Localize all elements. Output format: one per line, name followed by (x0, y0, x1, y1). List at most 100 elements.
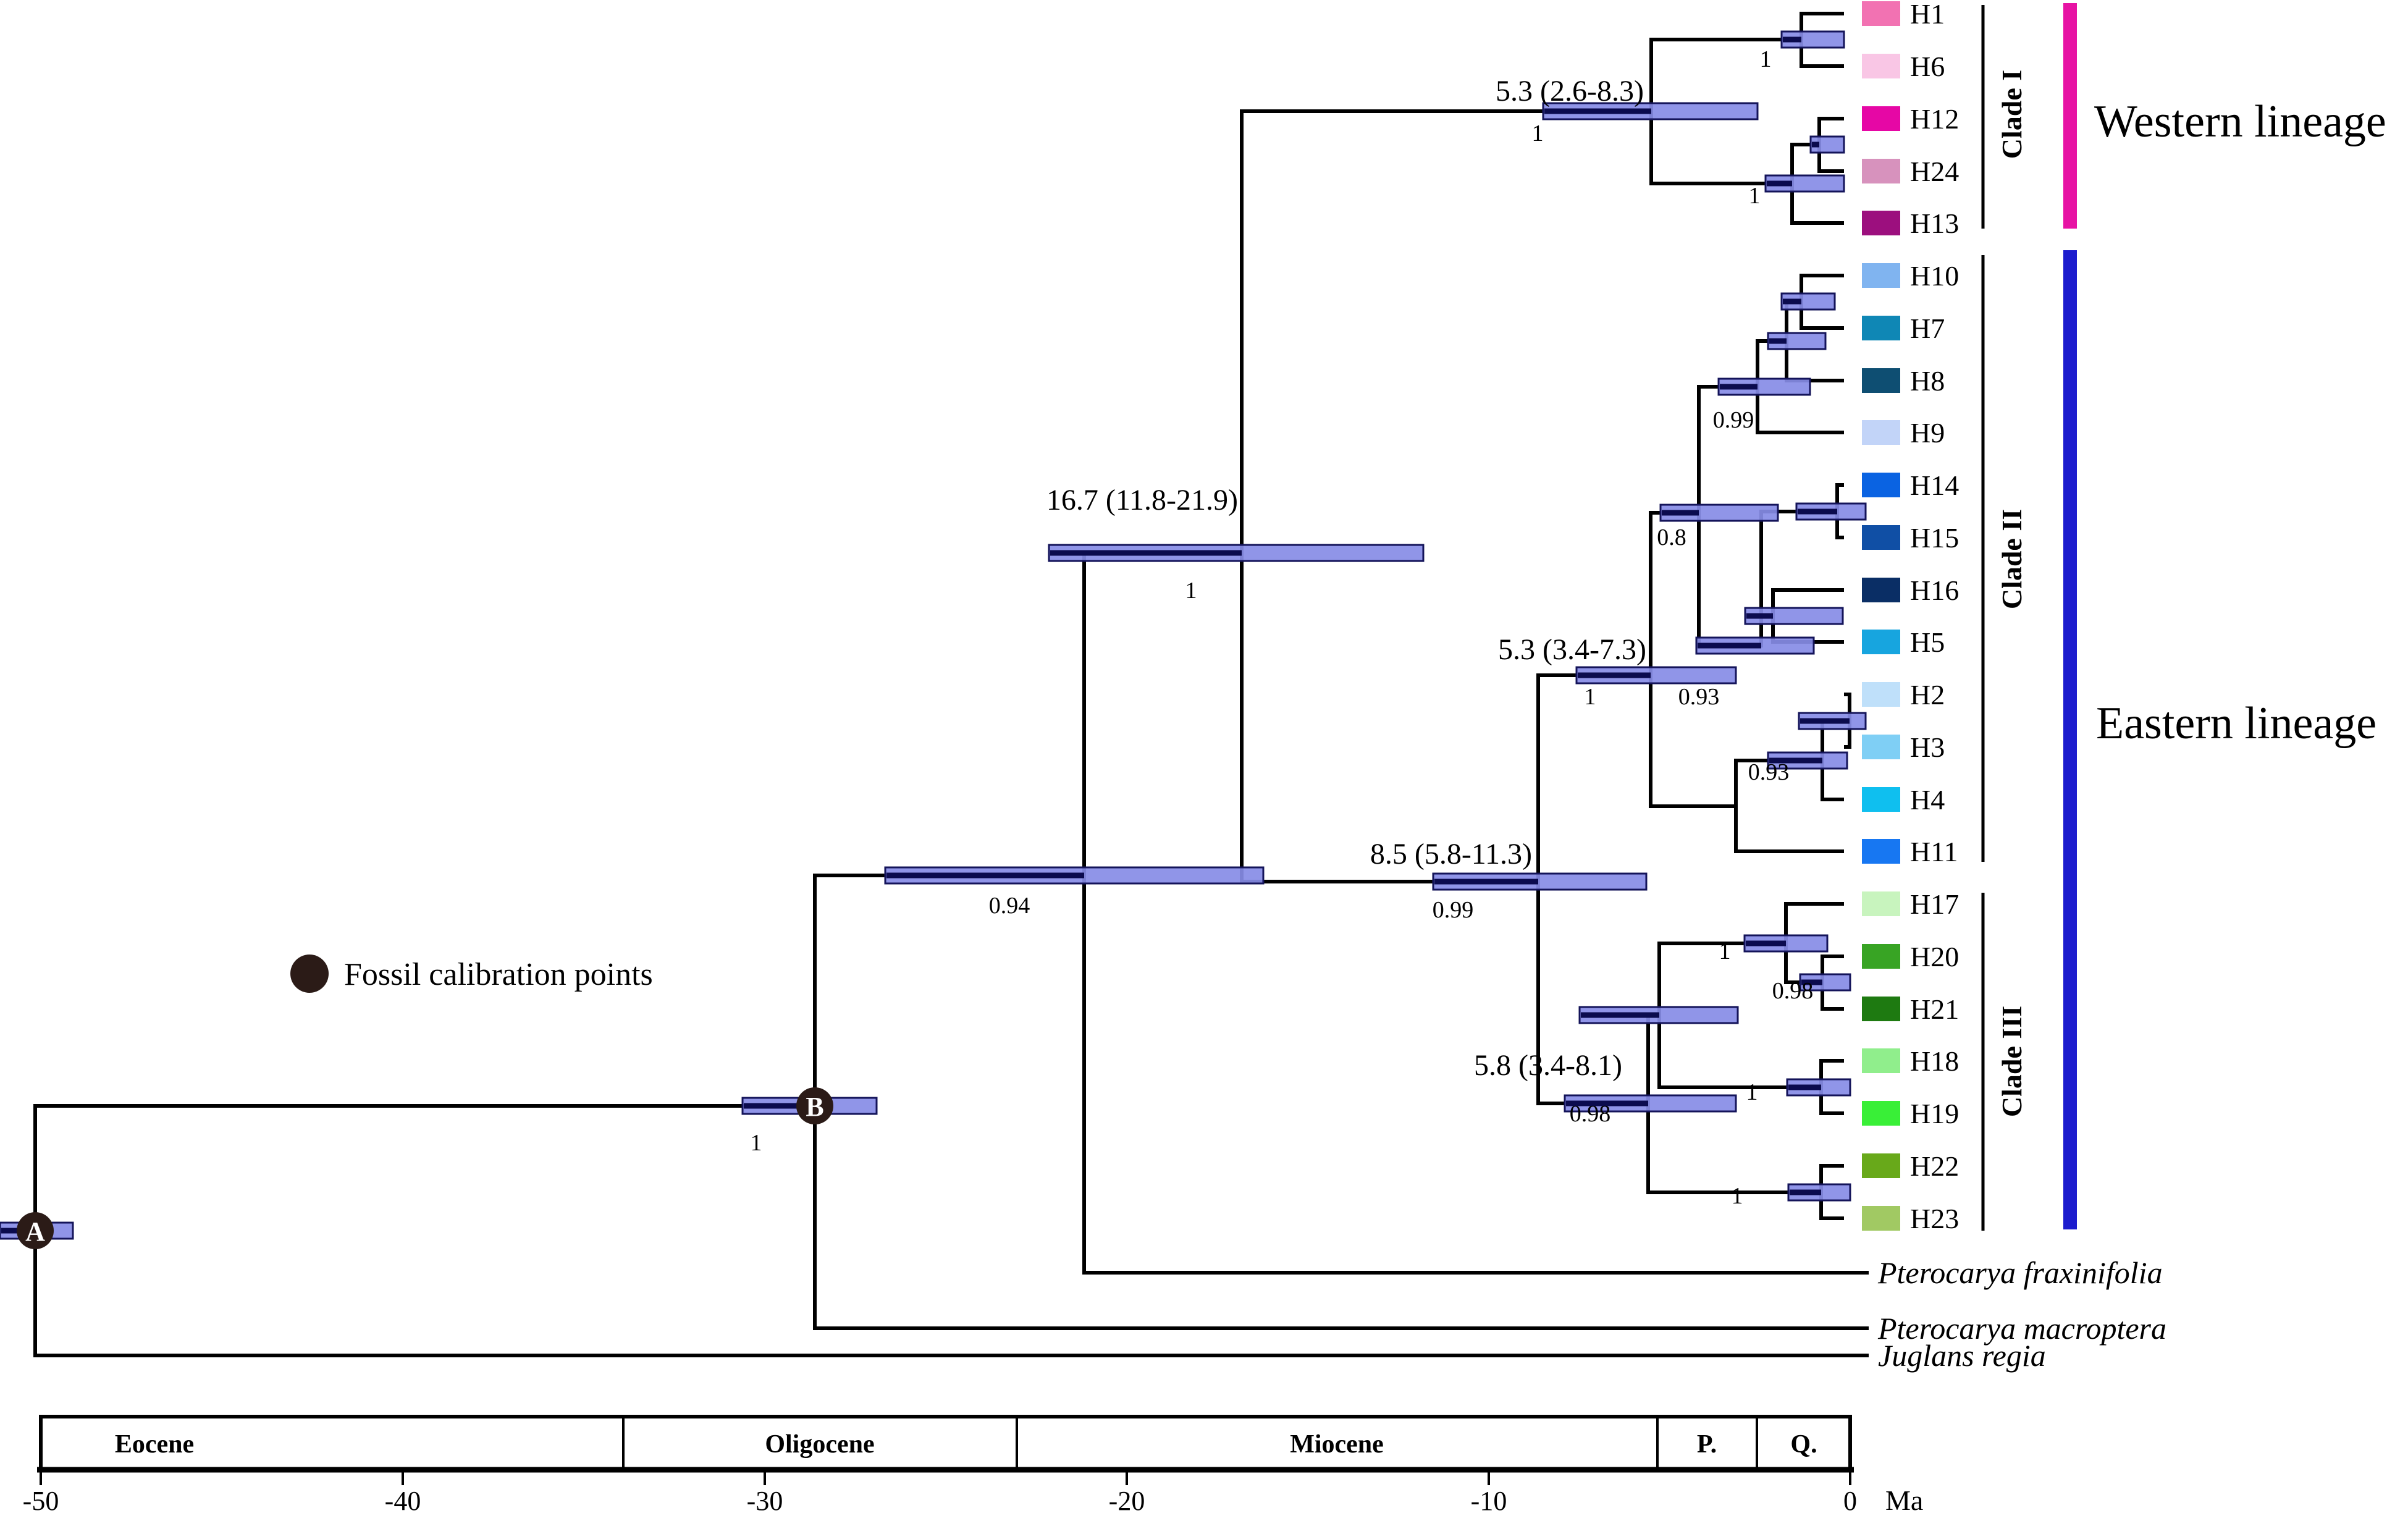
calibration-letter-B: B (806, 1092, 823, 1122)
clade3-label: Clade III (1996, 1006, 2027, 1117)
tip-swatch-H10 (1862, 263, 1900, 288)
tip-label-H1: H1 (1910, 0, 1945, 30)
tip-swatch-H8 (1862, 368, 1900, 393)
western-lineage-label: Western lineage (2094, 96, 2386, 147)
tip-swatch-H6 (1862, 54, 1900, 78)
tip-swatch-H7 (1862, 316, 1900, 340)
tip-swatch-H21 (1862, 997, 1900, 1021)
tip-label-H10: H10 (1910, 260, 1959, 292)
tick-minus30: -30 (747, 1486, 783, 1513)
node-age-label: 16.7 (11.8-21.9) (1046, 484, 1238, 516)
tip-swatch-H4 (1862, 787, 1900, 812)
tip-label-H7: H7 (1910, 313, 1945, 344)
tip-label-H14: H14 (1910, 470, 1959, 501)
eastern-lineage-bar (2063, 250, 2077, 1229)
hpd-bar (1780, 292, 1836, 311)
tip-swatch-H13 (1862, 211, 1900, 235)
calibration-point-A (17, 1212, 54, 1249)
tip-swatch-H14 (1862, 473, 1900, 497)
node-age-label: 5.3 (2.6-8.3) (1496, 75, 1644, 107)
tip-swatch-H24 (1862, 159, 1900, 183)
posterior-label: 0.99 (1713, 407, 1754, 433)
posterior-label: 0.93 (1748, 759, 1790, 785)
tip-label-H2: H2 (1910, 679, 1945, 710)
tip-swatch-H19 (1862, 1101, 1900, 1126)
tip-label-H19: H19 (1910, 1098, 1959, 1129)
tip-swatch-H20 (1862, 944, 1900, 969)
clade1-label: Clade I (1996, 70, 2027, 159)
tip-label-H9: H9 (1910, 417, 1945, 449)
posterior-label: 0.99 (1433, 897, 1474, 923)
era-eocene: Eocene (115, 1430, 194, 1459)
hpd-bar (1809, 135, 1845, 154)
tip-label-H23: H23 (1910, 1203, 1959, 1234)
eastern-lineage-label: Eastern lineage (2096, 698, 2376, 749)
era-pliocene: P. (1697, 1430, 1717, 1459)
clade2-label: Clade II (1996, 509, 2027, 609)
posterior-label: 1 (1749, 183, 1761, 209)
tip-swatch-H5 (1862, 630, 1900, 654)
tip-label-H17: H17 (1910, 888, 1959, 920)
tip-label-H16: H16 (1910, 575, 1959, 606)
era-dividers (622, 1417, 1758, 1470)
fossil-legend-dot (290, 955, 329, 993)
tip-swatch-H2 (1862, 682, 1900, 707)
tip-swatch-H23 (1862, 1206, 1900, 1231)
tip-label-H18: H18 (1910, 1045, 1959, 1077)
tip-label-H5: H5 (1910, 626, 1945, 658)
posterior-label: 0.98 (1570, 1101, 1611, 1127)
tip-label-H13: H13 (1910, 208, 1959, 239)
tip-swatch-H18 (1862, 1048, 1900, 1073)
tip-label-H4: H4 (1910, 784, 1945, 816)
calibration-letter-A: A (25, 1216, 45, 1247)
posterior-label: 1 (1185, 578, 1197, 604)
tip-label-H20: H20 (1910, 941, 1959, 972)
fossil-legend-label: Fossil calibration points (344, 957, 653, 992)
era-quaternary: Q. (1790, 1430, 1817, 1459)
posterior-label: 1 (1532, 120, 1544, 146)
outgroup-label: Juglans regia (1878, 1338, 2046, 1373)
tip-swatch-H12 (1862, 106, 1900, 131)
posterior-label: 1 (1746, 1079, 1758, 1105)
hpd-bar (1575, 666, 1737, 685)
node-age-label: 8.5 (5.8-11.3) (1370, 838, 1532, 870)
tip-label-H8: H8 (1910, 365, 1945, 397)
era-oligocene: Oligocene (765, 1430, 874, 1459)
tip-label-H22: H22 (1910, 1150, 1959, 1182)
tick-minus10: -10 (1471, 1486, 1507, 1513)
tip-label-H3: H3 (1910, 731, 1945, 763)
posterior-label: 1 (1719, 938, 1731, 964)
posterior-label: 0.94 (989, 893, 1030, 919)
tip-swatch-H3 (1862, 735, 1900, 759)
tip-label-H21: H21 (1910, 993, 1959, 1025)
tip-label-H6: H6 (1910, 51, 1945, 82)
outgroup-label: Pterocarya macroptera (1877, 1311, 2166, 1346)
tip-swatch-H9 (1862, 420, 1900, 445)
era-miocene: Miocene (1290, 1430, 1384, 1459)
tip-label-H12: H12 (1910, 103, 1959, 135)
posterior-label: 0.93 (1678, 684, 1720, 710)
timescale: Eocene Oligocene Miocene P. Q. -50 -40 -… (23, 1415, 1923, 1513)
tip-label-H24: H24 (1910, 156, 1959, 187)
tick-minus50: -50 (23, 1486, 59, 1513)
node-age-label: 5.8 (3.4-8.1) (1474, 1049, 1622, 1082)
posterior-label: 1 (751, 1130, 762, 1156)
outgroup-label: Pterocarya fraxinifolia (1877, 1255, 2163, 1290)
tip-swatch-H11 (1862, 839, 1900, 864)
node-age-label: 5.3 (3.4-7.3) (1498, 633, 1646, 666)
timescale-box (39, 1415, 1852, 1472)
tick-minus20: -20 (1109, 1486, 1145, 1513)
posterior-label: 1 (1760, 46, 1772, 72)
posterior-label: 1 (1585, 684, 1596, 710)
tip-label-H15: H15 (1910, 522, 1959, 554)
tip-swatch-H15 (1862, 525, 1900, 550)
calibration-point-B (796, 1087, 833, 1124)
western-lineage-bar (2063, 3, 2077, 229)
tip-label-H11: H11 (1910, 836, 1958, 867)
axis-unit-label: Ma (1885, 1485, 1923, 1513)
tip-swatch-H22 (1862, 1153, 1900, 1178)
posterior-label: 1 (1732, 1183, 1743, 1209)
